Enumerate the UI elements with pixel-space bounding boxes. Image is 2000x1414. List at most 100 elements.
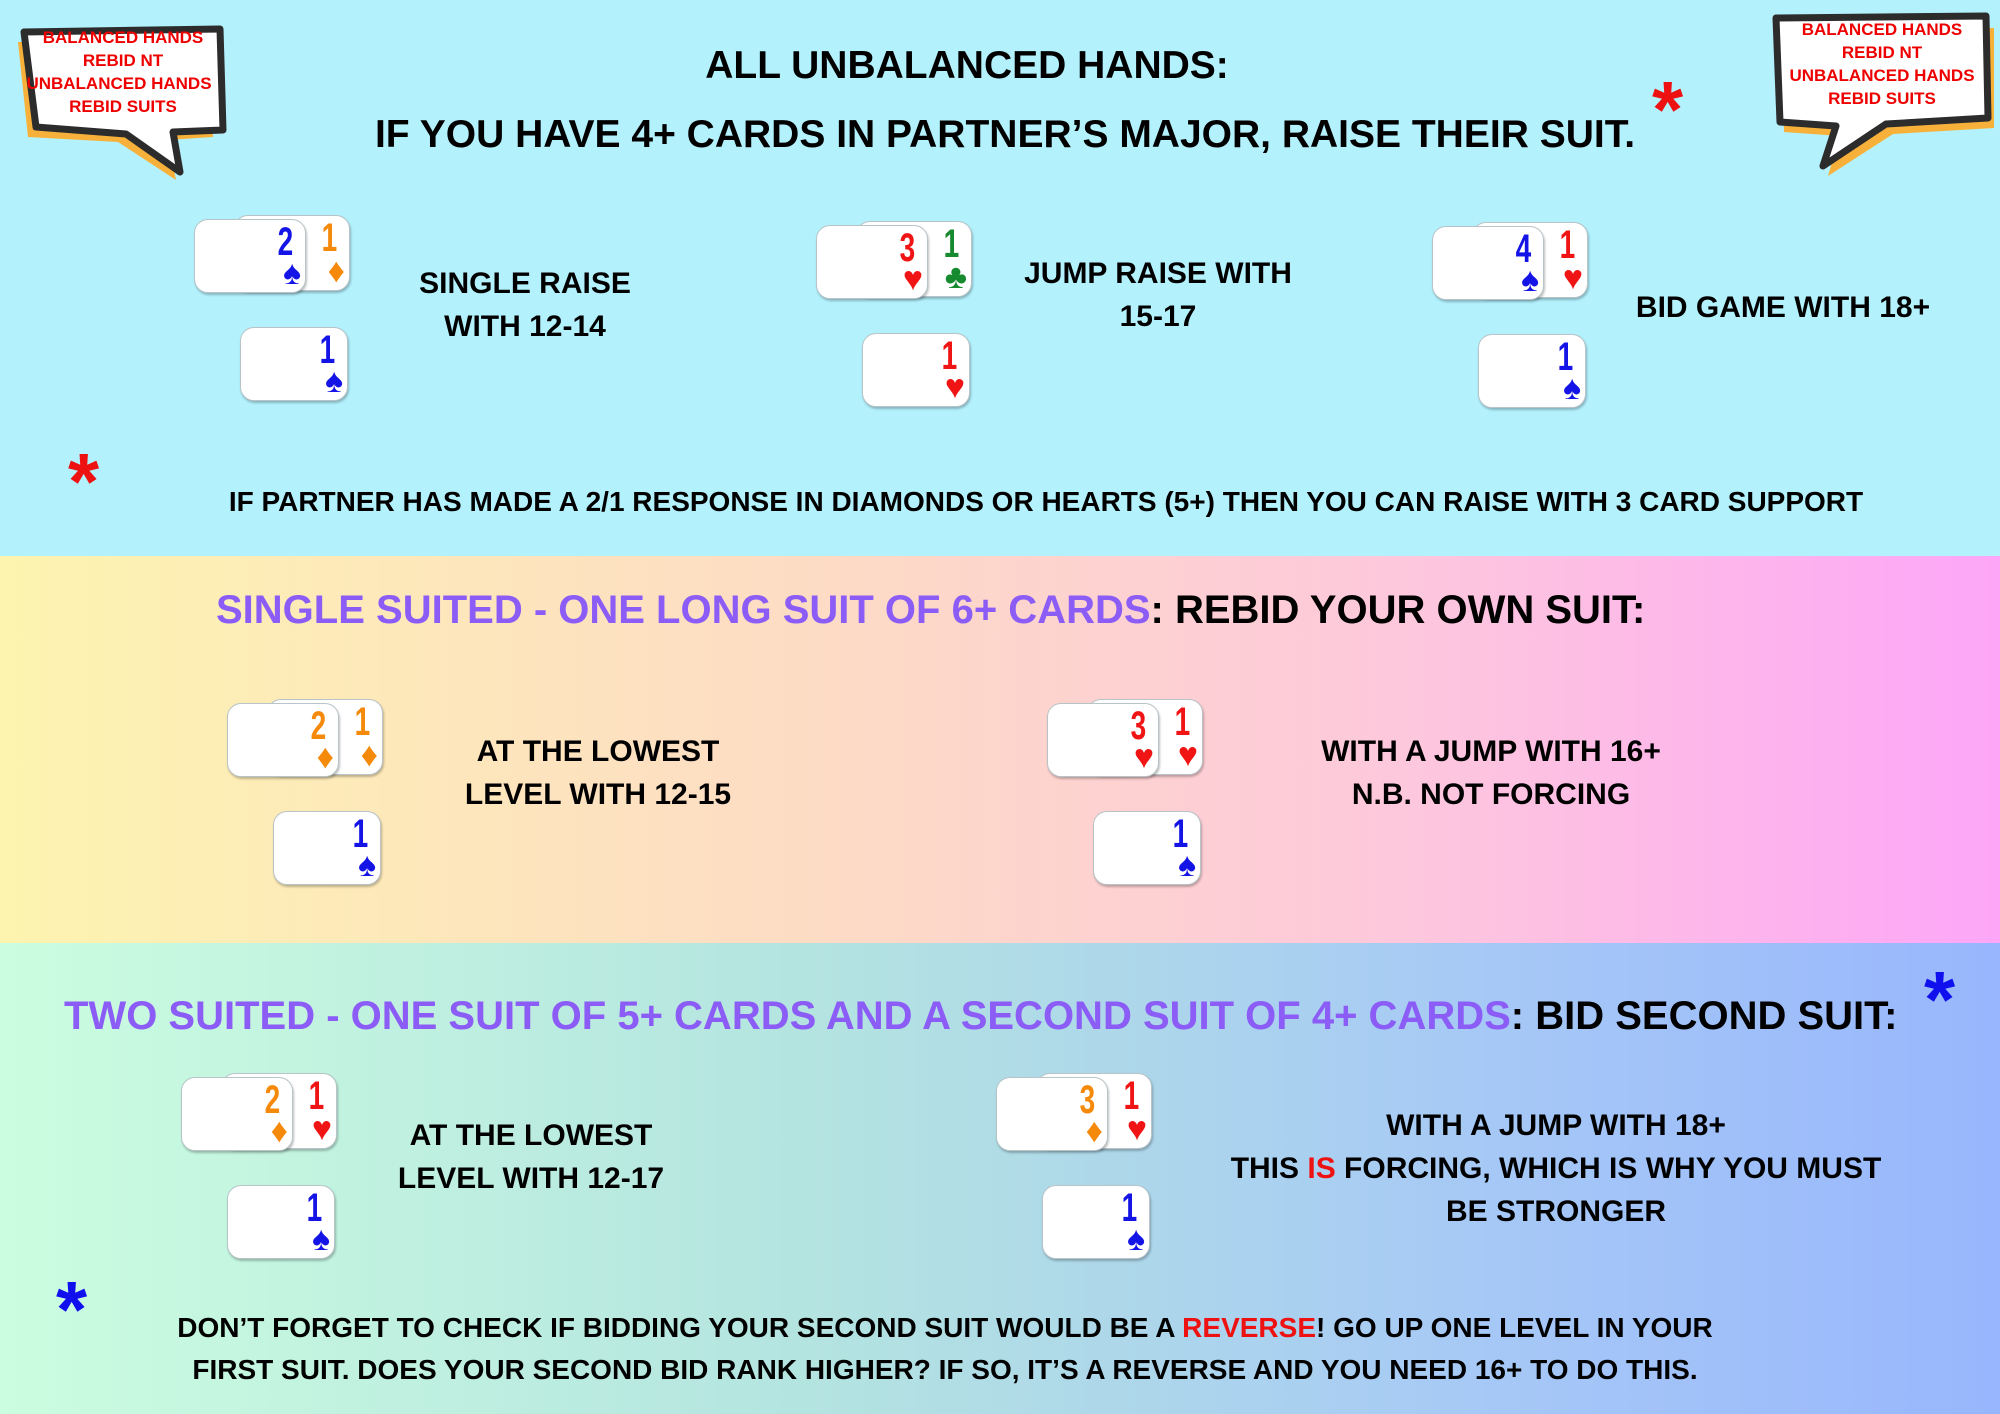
jump-raise-label: JUMP RAISE WITH 15-17 (1024, 252, 1292, 338)
label-line: 15-17 (1119, 300, 1197, 333)
reverse-footnote: DON’T FORGET TO CHECK IF BIDDING YOUR SE… (177, 1307, 1713, 1391)
card-rank: 1 (1121, 1186, 1137, 1230)
heading-rest: : REBID YOUR OWN SUIT: (1150, 588, 1646, 632)
bubble-line: BALANCED HANDS (42, 28, 204, 47)
bubble-line: REBID NT (1841, 43, 1923, 62)
heart-icon: ♥ (1133, 738, 1154, 776)
spade-icon: ♠ (1126, 1220, 1145, 1258)
label-line: SINGLE RAISE (419, 267, 631, 300)
text: ! GO UP ONE LEVEL IN YOUR (1316, 1312, 1713, 1343)
card-rank: 1 (1559, 223, 1575, 267)
card-rank: 1 (306, 1186, 322, 1230)
single-raise-label: SINGLE RAISE WITH 12-14 (419, 262, 631, 348)
card-front: 2♦ (227, 703, 339, 777)
label-line: BE STRONGER (1445, 1195, 1667, 1228)
card-rank: 1 (941, 334, 957, 378)
speech-bubble-icon (1772, 12, 1994, 176)
spade-icon: ♠ (324, 362, 343, 400)
heart-icon: ♥ (1126, 1110, 1147, 1148)
spade-icon: ♠ (282, 254, 301, 292)
speech-bubble-left: BALANCED HANDS REBID NT UNBALANCED HANDS… (8, 12, 238, 182)
spade-icon: ♠ (1177, 846, 1196, 884)
two-suited-section (0, 943, 2000, 1414)
card-rank: 2 (264, 1078, 280, 1122)
diamond-icon: ♦ (1085, 1112, 1103, 1150)
card-rank: 3 (1079, 1078, 1095, 1122)
jump-label: WITH A JUMP WITH 16+ N.B. NOT FORCING (1321, 730, 1661, 816)
jump-forcing-label: WITH A JUMP WITH 18+ THIS IS FORCING, WH… (1231, 1104, 1882, 1233)
card-rank: 1 (943, 222, 959, 266)
spade-icon: ♠ (311, 1220, 330, 1258)
bubble-line: REBID NT (82, 51, 164, 70)
label-line: WITH A JUMP WITH 18+ (1386, 1109, 1726, 1142)
bubble-line: UNBALANCED HANDS (1789, 66, 1975, 85)
diamond-icon: ♦ (327, 252, 345, 290)
bubble-line: REBID SUITS (1828, 89, 1936, 108)
card-rank: 2 (277, 220, 293, 264)
footnote-line: FIRST SUIT. DOES YOUR SECOND BID RANK HI… (192, 1354, 1698, 1385)
heart-icon: ♥ (1177, 736, 1198, 774)
speech-bubble-right: BALANCED HANDS REBID NT UNBALANCED HANDS… (1768, 4, 2000, 180)
two-suited-heading: TWO SUITED - ONE SUIT OF 5+ CARDS AND A … (64, 994, 1897, 1039)
card-front: 3♥ (1047, 703, 1159, 777)
red-asterisk-icon: * (1652, 65, 1684, 154)
label-line: LEVEL WITH 12-17 (397, 1162, 665, 1195)
card-front: 3♥ (816, 225, 928, 299)
card-partner: 1♠ (240, 327, 348, 401)
card-rank: 1 (308, 1074, 324, 1118)
label-line: N.B. NOT FORCING (1351, 778, 1631, 811)
card-front: 3♦ (996, 1077, 1108, 1151)
heading-rest: : BID SECOND SUIT: (1510, 994, 1898, 1038)
card-rank: 1 (1172, 812, 1188, 856)
emphasis-is: IS (1307, 1152, 1336, 1185)
text: FORCING, WHICH IS WHY YOU MUST (1335, 1152, 1882, 1185)
blue-asterisk-icon: * (1924, 955, 1956, 1044)
card-rank: 1 (1174, 700, 1190, 744)
diamond-icon: ♦ (316, 738, 334, 776)
card-rank: 1 (354, 700, 370, 744)
footnote: IF PARTNER HAS MADE A 2/1 RESPONSE IN DI… (228, 486, 1864, 517)
heading-colored: SINGLE SUITED - ONE LONG SUIT OF 6+ CARD… (216, 588, 1151, 632)
card-front: 2♦ (181, 1077, 293, 1151)
page-title: ALL UNBALANCED HANDS: (705, 44, 1229, 87)
label-line: AT THE LOWEST (409, 1119, 653, 1152)
diamond-icon: ♦ (270, 1112, 288, 1150)
card-front: 4♠ (1432, 226, 1544, 300)
card-rank: 4 (1515, 227, 1531, 271)
footnote-line: DON’T FORGET TO CHECK IF BIDDING YOUR SE… (177, 1307, 1713, 1349)
label-line: WITH 12-14 (444, 310, 606, 343)
card-front: 2♠ (194, 219, 306, 293)
label-line: WITH A JUMP WITH 16+ (1321, 735, 1661, 768)
spade-icon: ♠ (357, 846, 376, 884)
lowest-level-label: AT THE LOWEST LEVEL WITH 12-17 (398, 1114, 664, 1200)
label-line: AT THE LOWEST (476, 735, 720, 768)
blue-asterisk-icon: * (56, 1265, 88, 1354)
card-partner: 1♠ (227, 1185, 335, 1259)
card-rank: 1 (319, 328, 335, 372)
label-line: THIS IS FORCING, WHICH IS WHY YOU MUST (1231, 1147, 1882, 1190)
card-rank: 1 (1123, 1074, 1139, 1118)
spade-icon: ♠ (1520, 261, 1539, 299)
spade-icon: ♠ (1562, 369, 1581, 407)
reverse-emphasis: REVERSE (1182, 1312, 1316, 1343)
card-partner: 1♥ (862, 333, 970, 407)
lowest-level-label: AT THE LOWEST LEVEL WITH 12-15 (465, 730, 731, 816)
red-asterisk-icon: * (68, 437, 100, 526)
card-rank: 1 (1557, 335, 1573, 379)
label-line: LEVEL WITH 12-15 (464, 778, 732, 811)
card-partner: 1♠ (1093, 811, 1201, 885)
card-rank: 1 (352, 812, 368, 856)
heart-icon: ♥ (1562, 259, 1583, 297)
card-partner: 1♠ (273, 811, 381, 885)
bubble-line: UNBALANCED HANDS (26, 74, 212, 93)
card-rank: 3 (899, 226, 915, 270)
label-line: BID GAME WITH 18+ (1635, 291, 1931, 324)
card-rank: 2 (310, 704, 326, 748)
card-partner: 1♠ (1478, 334, 1586, 408)
heart-icon: ♥ (902, 260, 923, 298)
bubble-line: REBID SUITS (69, 97, 177, 116)
card-rank: 1 (321, 216, 337, 260)
speech-bubble-icon (18, 25, 227, 180)
bubble-line: BALANCED HANDS (1801, 20, 1963, 39)
heart-icon: ♥ (311, 1110, 332, 1148)
